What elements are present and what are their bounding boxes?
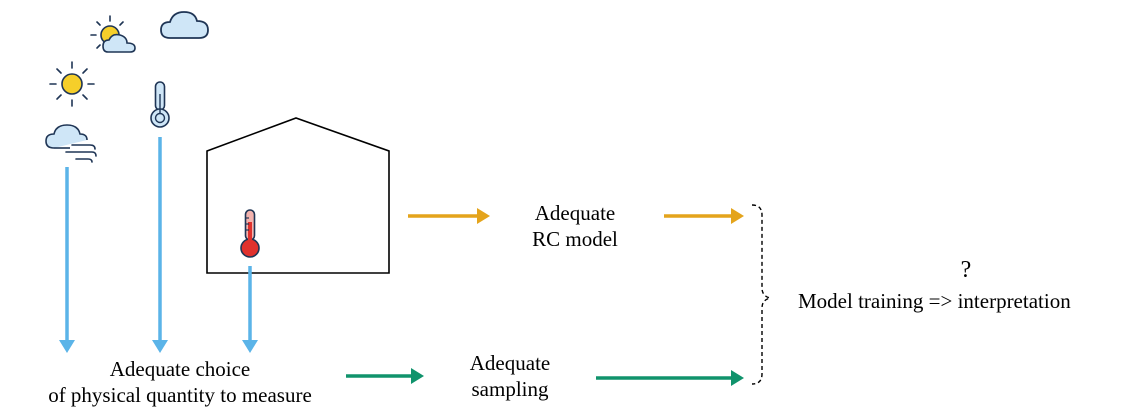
dashed-brace [751,204,771,385]
training-label: Model training => interpretation [798,289,1071,313]
cloud-icon [160,11,209,39]
windy-cloud-icon [45,124,97,163]
choice-label-line1: Adequate choice [109,357,251,381]
arrow-choice-to-sampling [346,368,424,384]
choice-label-line2: of physical quantity to measure [48,383,312,407]
choice-label: Adequate choice of physical quantity to … [0,356,360,408]
sun-cloud-icon [90,15,136,53]
sampling-label-line2: sampling [471,377,549,401]
house-outline [206,117,390,274]
arrow-indoor-temp-down [242,266,258,353]
question-mark: ? [960,257,972,283]
thermometer-icon [150,81,170,128]
sampling-label: Adequate sampling [445,350,575,402]
measure-arrows [59,137,258,353]
arrow-house-to-rc [408,208,490,224]
arrow-wind-down [59,167,75,353]
arrow-sampling-to-training [596,370,744,386]
rc-model-label-line2: RC model [532,227,618,251]
sun-icon [49,61,95,107]
rc-model-label-line1: Adequate [534,201,616,225]
arrow-outdoor-temp-down [152,137,168,353]
thermometer-hot-icon [240,209,260,258]
sampling-label-line1: Adequate [469,351,551,375]
rc-model-label: Adequate RC model [500,200,650,252]
arrow-rc-to-training [664,208,744,224]
